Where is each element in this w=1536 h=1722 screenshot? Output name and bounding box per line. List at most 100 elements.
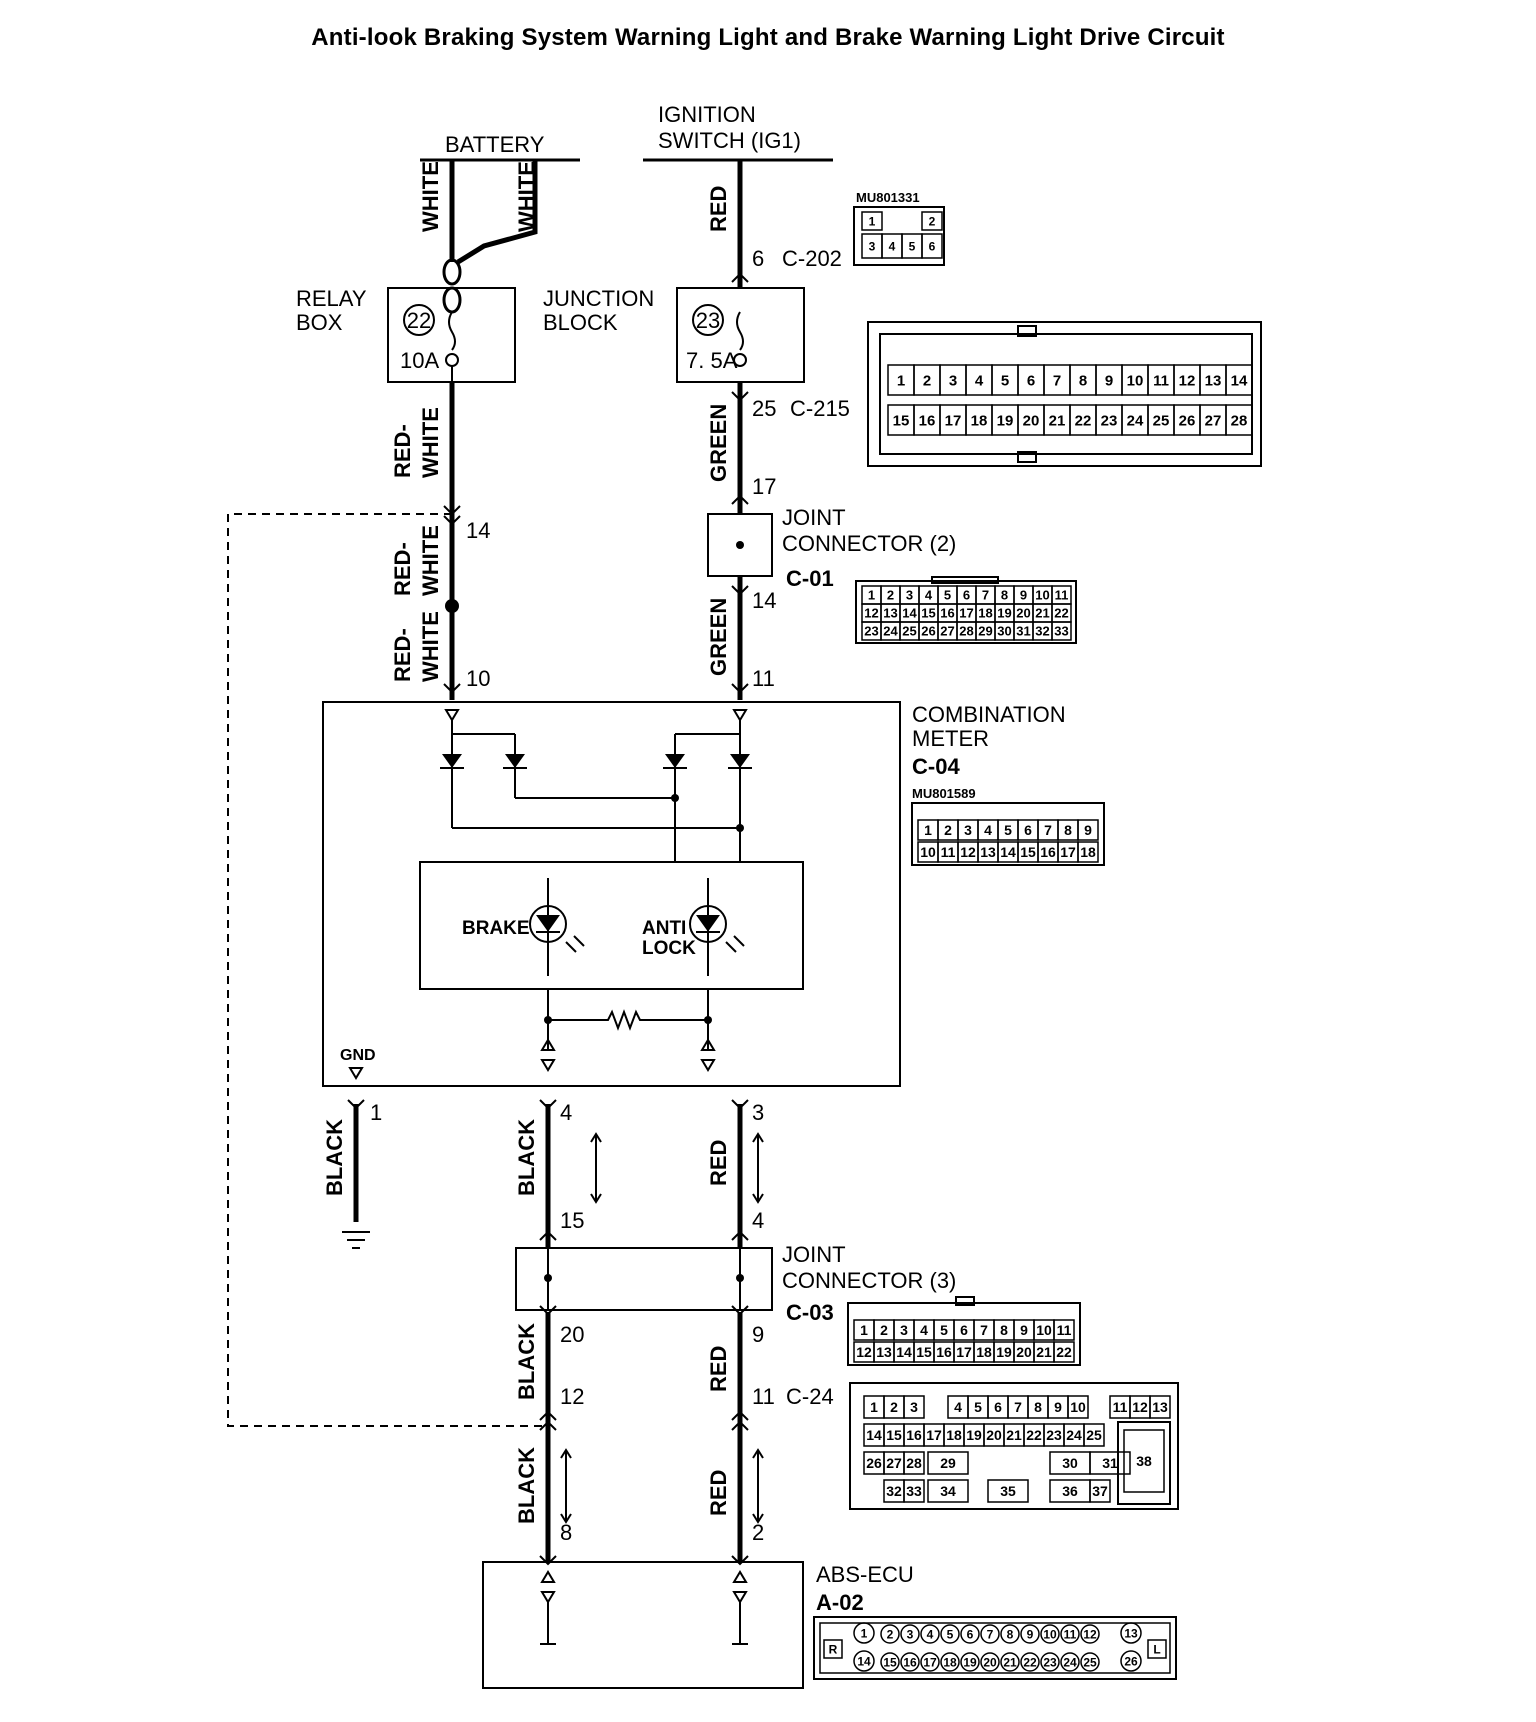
a02-pin-cell <box>920 1652 940 1672</box>
meter-label-2: METER <box>912 726 989 751</box>
a02-pin-cell <box>940 1624 960 1644</box>
pin-10: 10 <box>466 666 490 691</box>
c03-pin-label: 17 <box>956 1344 972 1360</box>
pin-4-black: 4 <box>560 1100 572 1125</box>
c01-pin-label: 22 <box>1054 606 1068 621</box>
c24-pin-label: 9 <box>1054 1399 1062 1415</box>
c215-pin-label: 13 <box>1205 372 1222 389</box>
lamp-panel <box>419 861 804 990</box>
c24-pin-cell <box>927 1479 969 1503</box>
meter-internal-wiring <box>444 709 748 862</box>
c24-pin-label: 35 <box>1000 1483 1016 1499</box>
c202-pin-label: 5 <box>909 239 916 253</box>
c03-pin-label: 9 <box>1020 1322 1028 1338</box>
pin-17: 17 <box>752 474 776 499</box>
c04-pin-label: 5 <box>1004 822 1012 838</box>
c03-pin-label: 19 <box>996 1344 1012 1360</box>
c24-pin-label: 19 <box>966 1427 982 1443</box>
connector-c03: C-03 <box>786 1300 834 1325</box>
pin-20: 20 <box>560 1322 584 1347</box>
connector-c215: C-215 <box>790 396 850 421</box>
a02-pin-cell <box>853 1650 875 1672</box>
c215-pin-label: 21 <box>1049 412 1066 429</box>
c24-pin-label: 13 <box>1152 1399 1168 1415</box>
ground-icon <box>342 1231 370 1249</box>
c215-pin-cell <box>1225 404 1253 436</box>
relay-box-label-1: RELAY <box>296 286 367 311</box>
c01-pin-label: 18 <box>978 606 992 621</box>
c04-pin-label: 6 <box>1024 822 1032 838</box>
c03-pin-label: 16 <box>936 1344 952 1360</box>
c24-pin-cell <box>1123 1429 1165 1493</box>
c202-pin-label: 6 <box>929 239 936 253</box>
wire-red-2: RED <box>706 1346 731 1392</box>
c01-pin-label: 3 <box>906 588 913 603</box>
wire-green-2: GREEN <box>706 598 731 676</box>
antilock-lamp-label-2: LOCK <box>642 938 696 959</box>
antilock-lamp-label-1: ANTI <box>642 918 686 939</box>
c24-pin-label: 8 <box>1034 1399 1042 1415</box>
pin-9: 9 <box>752 1322 764 1347</box>
c24-pin-label: 20 <box>986 1427 1002 1443</box>
a02-pin-cell <box>1060 1652 1080 1672</box>
c24-pin-label: 14 <box>866 1427 882 1443</box>
c04-pin-label: 16 <box>1040 844 1056 860</box>
c202-pin-label: 4 <box>889 239 896 253</box>
a02-pin-label: 22 <box>1023 1655 1037 1669</box>
c215-pin-label: 12 <box>1179 372 1196 389</box>
c24-pin-cell <box>927 1451 969 1475</box>
c01-pin-label: 26 <box>921 624 935 639</box>
a02-pin-cell <box>1000 1624 1020 1644</box>
wire-red-white-3b: WHITE <box>418 611 443 682</box>
c01-pin-label: 14 <box>902 606 917 621</box>
c24-pin-label: 7 <box>1014 1399 1022 1415</box>
wire-white-1: WHITE <box>418 161 443 232</box>
a02-pin-cell <box>940 1652 960 1672</box>
c01-pin-label: 20 <box>1016 606 1030 621</box>
a02-pin-cell <box>1020 1652 1040 1672</box>
pin-6: 6 <box>752 246 764 271</box>
a02-pin-label: 23 <box>1043 1655 1057 1669</box>
c01-pin-label: 21 <box>1035 606 1049 621</box>
diagram-title: Anti-look Braking System Warning Light a… <box>311 24 1225 51</box>
c24-pin-label: 3 <box>910 1399 918 1415</box>
c24-pin-label: 36 <box>1062 1483 1078 1499</box>
c24-pin-label: 2 <box>890 1399 898 1415</box>
c24-pin-label: 10 <box>1070 1399 1086 1415</box>
wire-red-white-1a: RED- <box>390 424 415 478</box>
c01-pin-label: 23 <box>864 624 878 639</box>
a02-pin-cell <box>960 1652 980 1672</box>
c215-pin-label: 6 <box>1027 372 1035 389</box>
c202-pin-cell <box>921 233 943 259</box>
c03-pin-label: 14 <box>896 1344 912 1360</box>
c24-pin-label: 11 <box>1113 1399 1128 1415</box>
c01-pin-label: 30 <box>997 624 1011 639</box>
c01-pin-label: 31 <box>1016 624 1030 639</box>
c215-pin-label: 11 <box>1153 372 1169 389</box>
c24-pin-label: 18 <box>946 1427 962 1443</box>
c215-pin-label: 16 <box>919 412 936 429</box>
ignition-label-2: SWITCH (IG1) <box>658 128 801 153</box>
a02-pin-label: 16 <box>903 1655 917 1669</box>
pin-12: 12 <box>560 1384 584 1409</box>
junction-block-label-1: JUNCTION <box>543 286 654 311</box>
wire-red-white-2a: RED- <box>390 542 415 596</box>
c215-pin-label: 24 <box>1127 412 1144 429</box>
c24-pin-label: 26 <box>866 1455 882 1471</box>
wire-red-1: RED <box>706 1140 731 1186</box>
c03-pin-label: 13 <box>876 1344 892 1360</box>
joint-2-label-1: JOINT <box>782 505 846 530</box>
c04-pin-label: 12 <box>960 844 976 860</box>
c01-pin-label: 33 <box>1054 624 1068 639</box>
c01-pin-label: 2 <box>887 588 894 603</box>
joint-3-label-1: JOINT <box>782 1242 846 1267</box>
c03-pin-label: 6 <box>960 1322 968 1338</box>
c24-pin-label: 5 <box>974 1399 982 1415</box>
a02-pin-cell <box>1147 1639 1167 1659</box>
c01-pin-label: 16 <box>940 606 954 621</box>
c03-pin-label: 8 <box>1000 1322 1008 1338</box>
a02-pin-cell <box>1080 1624 1100 1644</box>
c01-pin-label: 4 <box>925 588 933 603</box>
